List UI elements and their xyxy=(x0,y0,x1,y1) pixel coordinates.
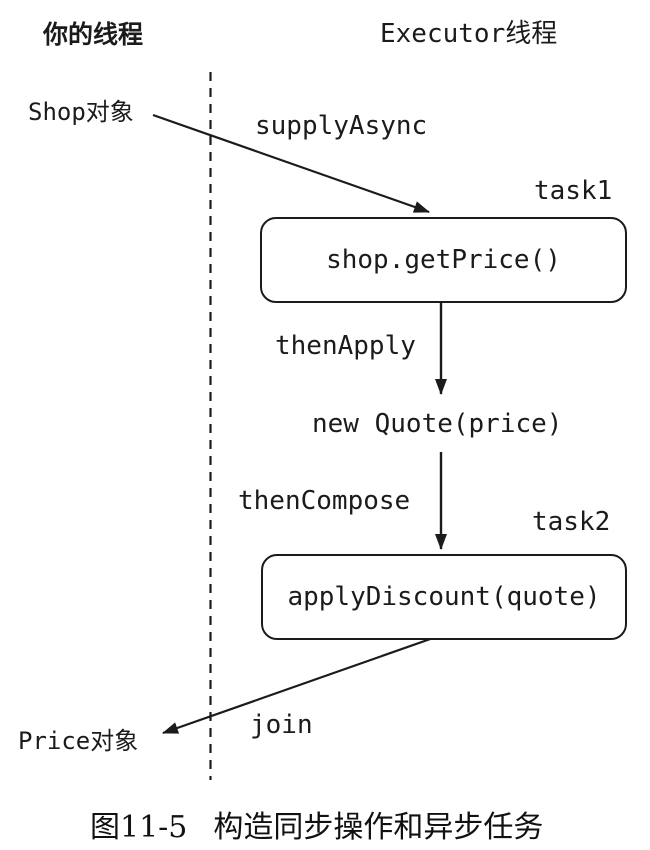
new-quote-label: new Quote(price) xyxy=(312,409,563,439)
thencompose-label: thenCompose xyxy=(238,486,411,516)
left-lane-header: 你的线程 xyxy=(43,20,144,49)
join-label: join xyxy=(250,710,313,740)
figure-caption: 图11-5 构造同步操作和异步任务 xyxy=(90,802,543,846)
task2-node-box: applyDiscount(quote) xyxy=(261,554,627,640)
price-object-label: Price对象 xyxy=(18,727,139,755)
task1-label: task1 xyxy=(534,176,613,206)
supplyasync-arrow xyxy=(152,113,430,214)
right-lane-header: Executor线程 xyxy=(380,19,558,49)
shop-object-label: Shop对象 xyxy=(28,98,134,126)
get-price-call-text: shop.getPrice() xyxy=(326,245,561,275)
task2-label: task2 xyxy=(532,507,611,537)
figure-title: 构造同步操作和异步任务 xyxy=(213,810,544,845)
thenapply-label: thenApply xyxy=(275,331,416,361)
join-arrow xyxy=(162,635,437,735)
task1-node-box: shop.getPrice() xyxy=(260,217,627,303)
figure-number: 图11-5 xyxy=(90,810,188,845)
apply-discount-call-text: applyDiscount(quote) xyxy=(287,582,601,612)
supplyasync-label: supplyAsync xyxy=(255,111,428,141)
